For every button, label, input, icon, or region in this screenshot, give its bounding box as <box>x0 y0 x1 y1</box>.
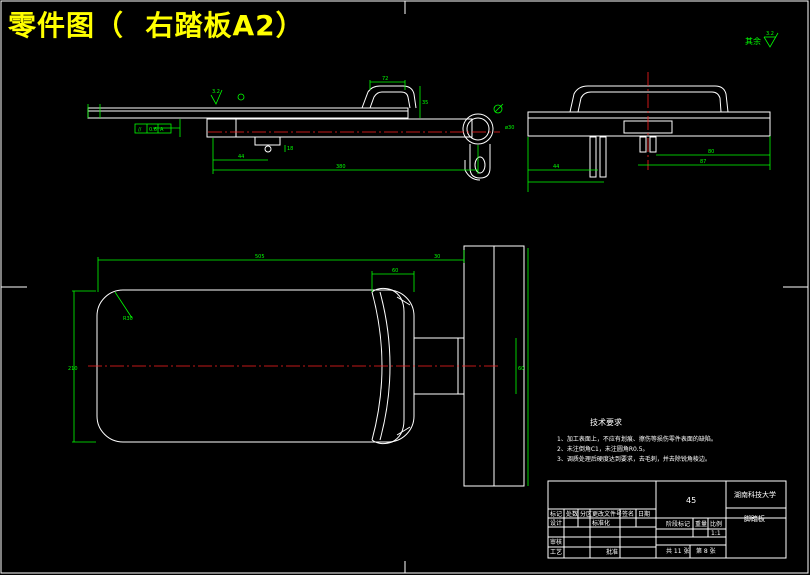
svg-text:18: 18 <box>287 146 293 152</box>
svg-text:80: 80 <box>708 149 714 155</box>
scale-value: 1:1 <box>711 530 721 537</box>
review-label: 审核 <box>550 538 562 546</box>
sheet-number: 第 8 张 <box>696 547 716 555</box>
weight-label: 重量 <box>695 520 707 528</box>
roughness-note: 其余 <box>745 36 761 46</box>
tech-req-heading: 技术要求 <box>590 417 622 427</box>
roughness-value: 3.2 <box>766 31 774 37</box>
stage-label: 阶段标记 <box>666 520 690 528</box>
svg-text:ø30: ø30 <box>505 125 514 131</box>
header-col: 日期 <box>638 510 650 518</box>
header-col: 签名 <box>622 510 634 518</box>
header-col: 分区 <box>580 510 592 518</box>
approve-label: 批准 <box>606 548 618 556</box>
svg-text:44: 44 <box>238 154 244 160</box>
svg-text:0.6: 0.6 <box>149 127 157 133</box>
svg-text:72: 72 <box>382 76 388 82</box>
scale-label: 比例 <box>710 520 722 528</box>
page-title: 零件图（ 右踏板A2） <box>8 9 305 42</box>
plan-view: 505 60 30 210 60 R30 <box>68 245 529 487</box>
side-view: 44 80 87 <box>527 72 771 192</box>
header-col: 处数 <box>566 510 578 518</box>
tech-req-item: 3、调质处理后硬度达到要求，去毛刺，并去除锐角棱边。 <box>557 455 711 463</box>
svg-text:60: 60 <box>392 268 398 274</box>
header-col: 标记 <box>550 510 562 518</box>
roughness-symbol: 其余 3.2 <box>745 31 779 48</box>
sheet-total: 共 11 张 <box>666 547 689 555</box>
svg-text:A: A <box>160 127 164 133</box>
material-value: 45 <box>686 496 696 505</box>
svg-text:87: 87 <box>700 159 706 165</box>
svg-text://: // <box>138 127 142 133</box>
tech-requirements: 技术要求 1、加工表面上，不应有划痕、擦伤等损伤零件表面的缺陷。 2、未注倒角C… <box>557 417 717 463</box>
svg-text:380: 380 <box>336 164 346 170</box>
svg-text:30: 30 <box>434 254 440 260</box>
svg-text:210: 210 <box>68 366 78 372</box>
design-label: 设计 <box>550 519 562 527</box>
tech-req-item: 1、加工表面上，不应有划痕、擦伤等损伤零件表面的缺陷。 <box>557 435 717 443</box>
svg-text:60: 60 <box>518 366 524 372</box>
header-col: 更改文件号 <box>592 510 622 518</box>
standard-label: 标准化 <box>592 519 610 527</box>
svg-text:44: 44 <box>553 164 559 170</box>
process-label: 工艺 <box>550 548 562 556</box>
svg-text:35: 35 <box>422 100 428 106</box>
title-block: 45 湖南科技大学 脚踏板 标记 处数 分区 更改文件号 签名 日期 设计 标准… <box>547 480 787 559</box>
svg-text:3.2: 3.2 <box>212 89 220 95</box>
svg-text:R30: R30 <box>123 316 133 322</box>
front-view: 72 35 44 380 18 // 0.6 A ø30 3.2 <box>87 76 514 181</box>
svg-text:505: 505 <box>255 254 265 260</box>
school-name: 湖南科技大学 <box>734 490 776 499</box>
part-name: 脚踏板 <box>744 514 765 523</box>
tech-req-item: 2、未注倒角C1，未注圆角R0.5。 <box>557 445 649 453</box>
